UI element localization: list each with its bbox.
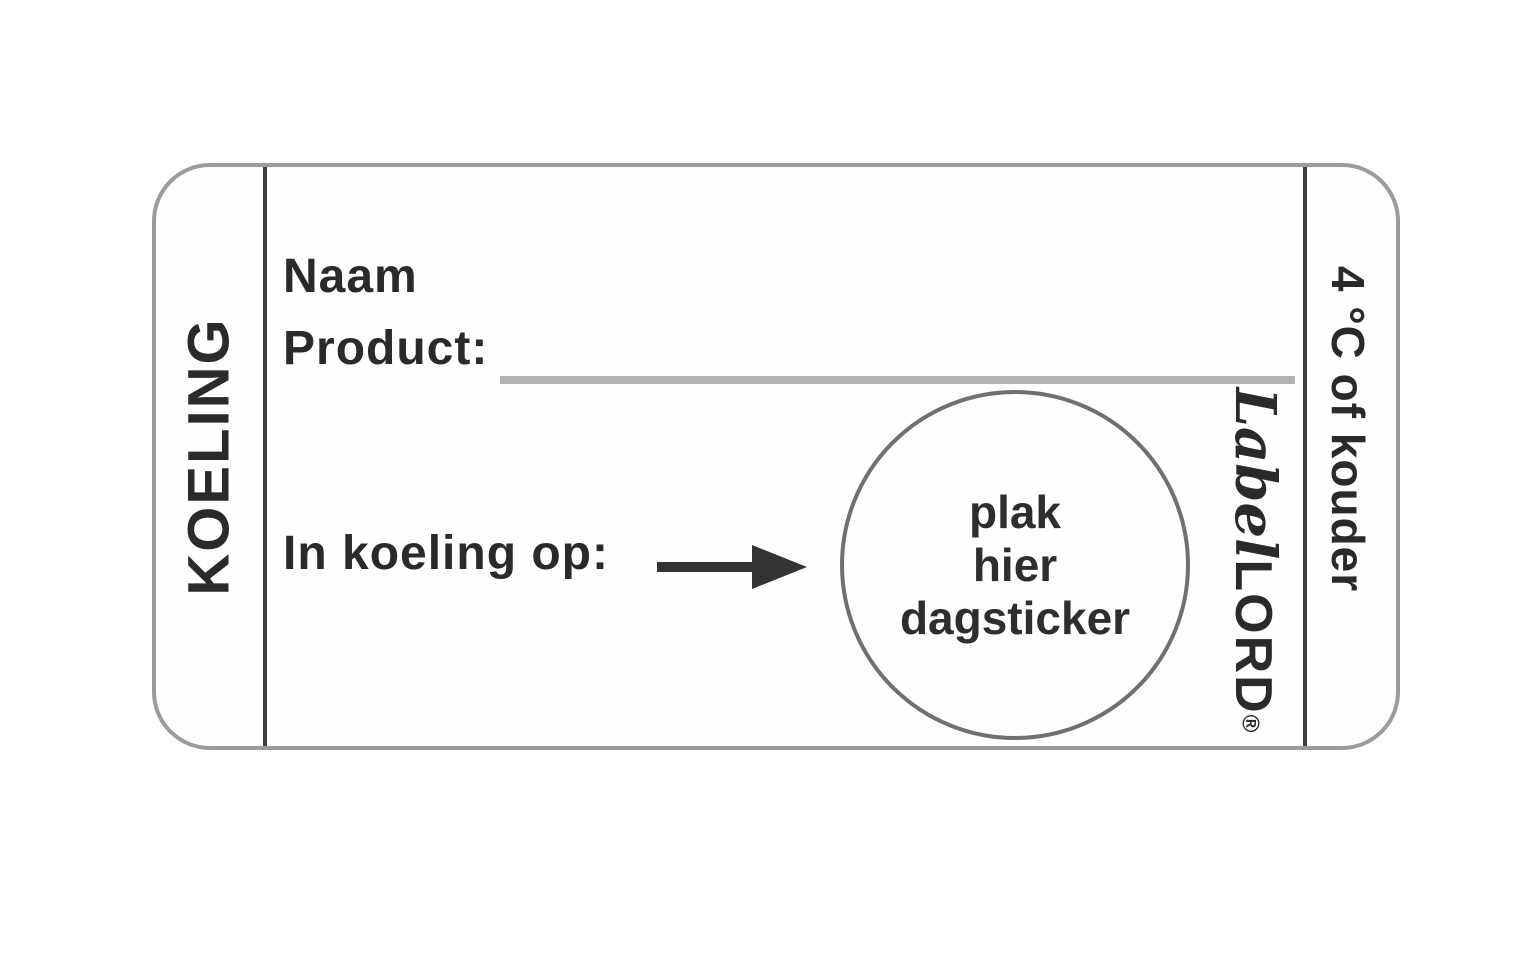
labellord-logo-caps-part: LORD xyxy=(1224,559,1282,715)
in-koeling-op-label: In koeling op: xyxy=(283,527,609,580)
daysticker-placeholder-circle: plak hier dagsticker xyxy=(840,390,1190,740)
temperature-note: 4 °C of kouder xyxy=(1322,265,1374,593)
daysticker-instruction-line1: plak xyxy=(968,485,1062,538)
product-name-label-line1: Naam xyxy=(283,250,418,303)
daysticker-instruction-line2: hier xyxy=(972,538,1058,591)
left-divider-line xyxy=(263,167,267,746)
labellord-logo: LabelLORD® xyxy=(1222,388,1288,733)
product-name-blank-line xyxy=(500,376,1295,384)
category-title: KOELING xyxy=(177,317,243,596)
labellord-logo-script-part: Label xyxy=(1222,387,1288,560)
koeling-sticker-label: KOELING Naam Product: In koeling op: pla… xyxy=(152,163,1400,750)
product-name-label: Naam Product: xyxy=(283,241,488,385)
product-name-label-line2: Product: xyxy=(283,322,489,375)
arrow-right-icon xyxy=(657,543,807,591)
daysticker-instruction-line3: dagsticker xyxy=(899,591,1131,644)
registered-trademark-icon: ® xyxy=(1236,714,1264,733)
daysticker-instruction: plak hier dagsticker xyxy=(900,486,1130,645)
category-strip: KOELING xyxy=(156,167,263,746)
right-divider-line xyxy=(1303,167,1307,746)
